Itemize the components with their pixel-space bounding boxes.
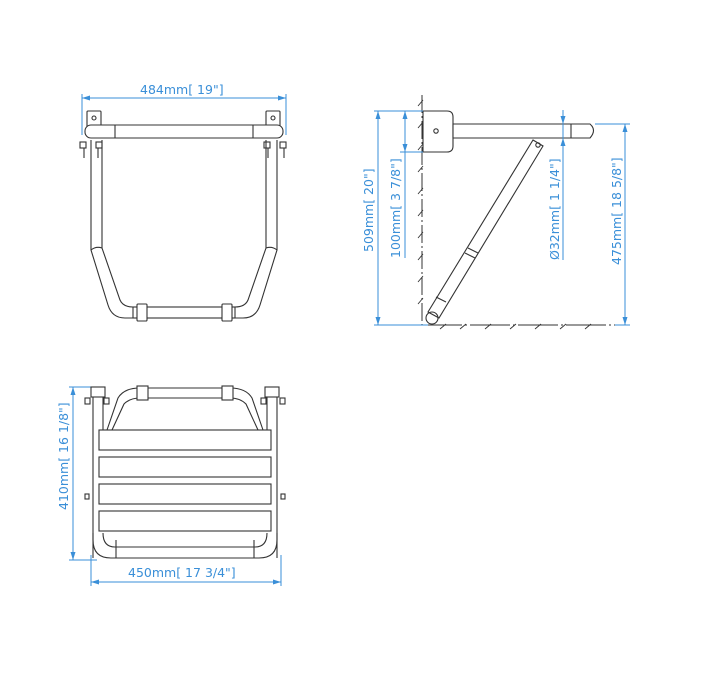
top-width-label: 484mm[ 19"] xyxy=(140,82,224,97)
seat-height-label: 475mm[ 18 5/8"] xyxy=(609,157,624,265)
side-view: 509mm[ 20"] 100mm[ 3 7/8"] Ø32mm[ 1 1/4"… xyxy=(361,95,630,330)
dimension-front-depth: 410mm[ 16 1/8"] xyxy=(56,386,97,561)
front-width-label: 450mm[ 17 3/4"] xyxy=(128,565,236,580)
side-bracket-label: 100mm[ 3 7/8"] xyxy=(388,158,403,258)
dimension-side-bracket: 100mm[ 3 7/8"] xyxy=(388,111,423,258)
side-total-label: 509mm[ 20"] xyxy=(361,168,376,252)
top-view: 484mm[ 19"] xyxy=(79,82,287,322)
dimension-top-width: 484mm[ 19"] xyxy=(81,82,287,135)
front-depth-label: 410mm[ 16 1/8"] xyxy=(56,402,71,510)
dimension-seat-height: 475mm[ 18 5/8"] xyxy=(595,123,630,326)
dimension-front-width: 450mm[ 17 3/4"] xyxy=(90,555,282,586)
dimension-side-total: 509mm[ 20"] xyxy=(361,110,428,326)
front-view: 410mm[ 16 1/8"] 450mm[ 17 3/4"] xyxy=(56,385,286,586)
tube-diameter-label: Ø32mm[ 1 1/4"] xyxy=(547,158,562,260)
dimension-tube-diameter: Ø32mm[ 1 1/4"] xyxy=(547,110,566,260)
